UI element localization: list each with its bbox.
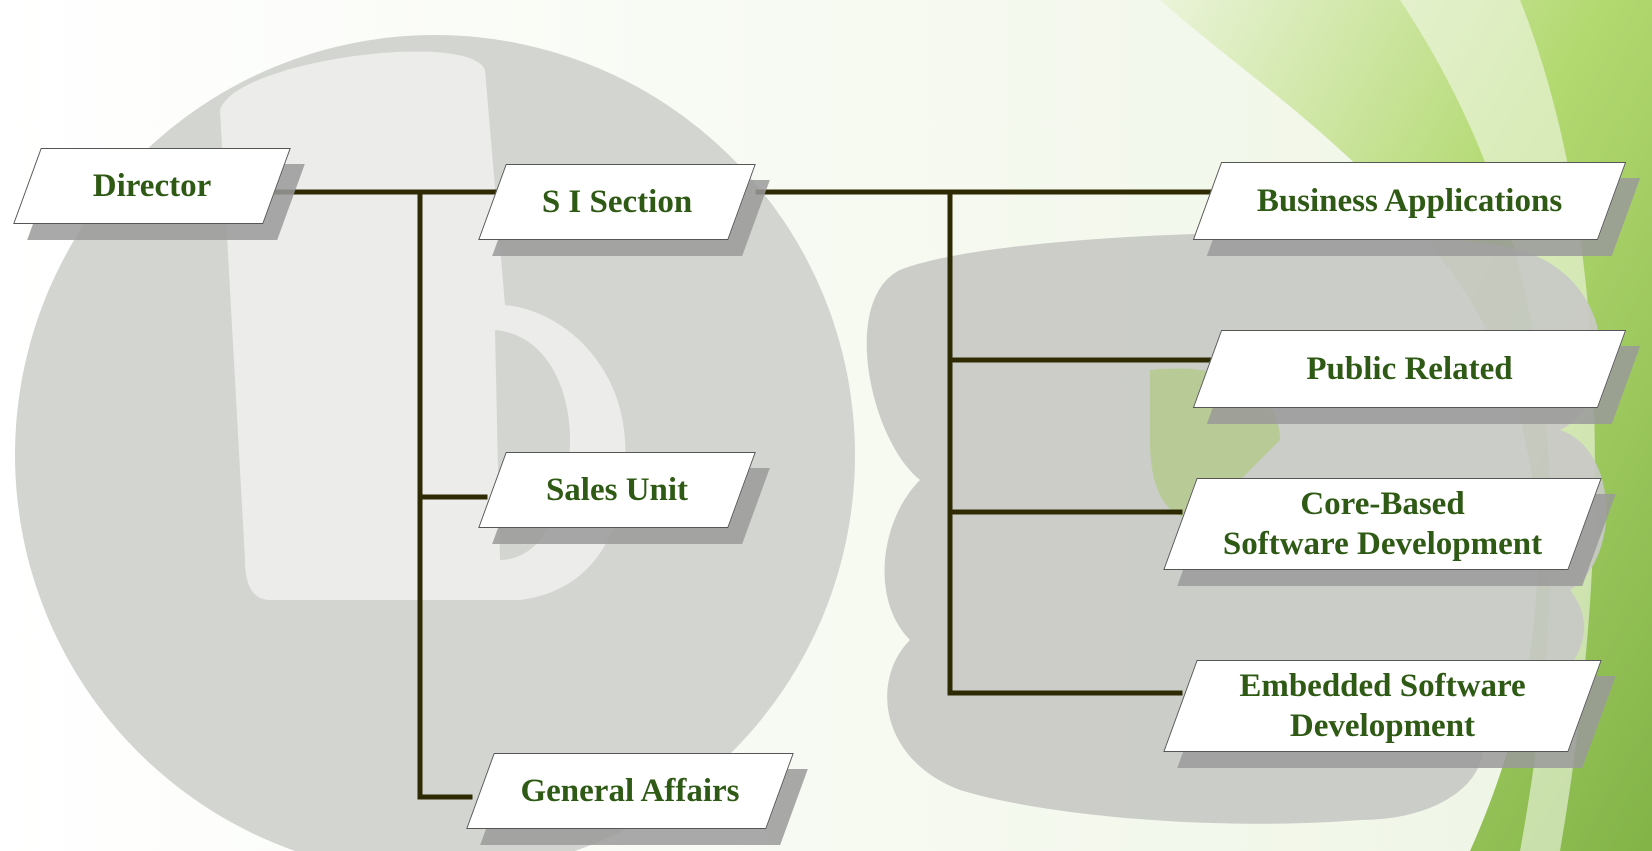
node-label: Public Related bbox=[1306, 351, 1513, 387]
node-label: S I Section bbox=[541, 184, 693, 220]
node-label: Sales Unit bbox=[545, 472, 689, 508]
node-director: Director bbox=[13, 148, 305, 240]
node-label: Core-Based Software Development bbox=[1222, 486, 1543, 562]
node-embedded: Embedded Software Development bbox=[1163, 660, 1616, 768]
node-business-applications: Business Applications bbox=[1192, 162, 1641, 256]
node-public-related: Public Related bbox=[1192, 330, 1641, 424]
node-label: Business Applications bbox=[1256, 183, 1563, 219]
node-label: General Affairs bbox=[520, 773, 740, 809]
node-label: Embedded Software Development bbox=[1239, 668, 1526, 744]
node-core-based: Core-Based Software Development bbox=[1163, 478, 1616, 586]
node-si-section: S I Section bbox=[478, 164, 770, 256]
node-label: Director bbox=[92, 168, 212, 204]
node-sales-unit: Sales Unit bbox=[478, 452, 770, 544]
node-general-affairs: General Affairs bbox=[466, 753, 808, 845]
